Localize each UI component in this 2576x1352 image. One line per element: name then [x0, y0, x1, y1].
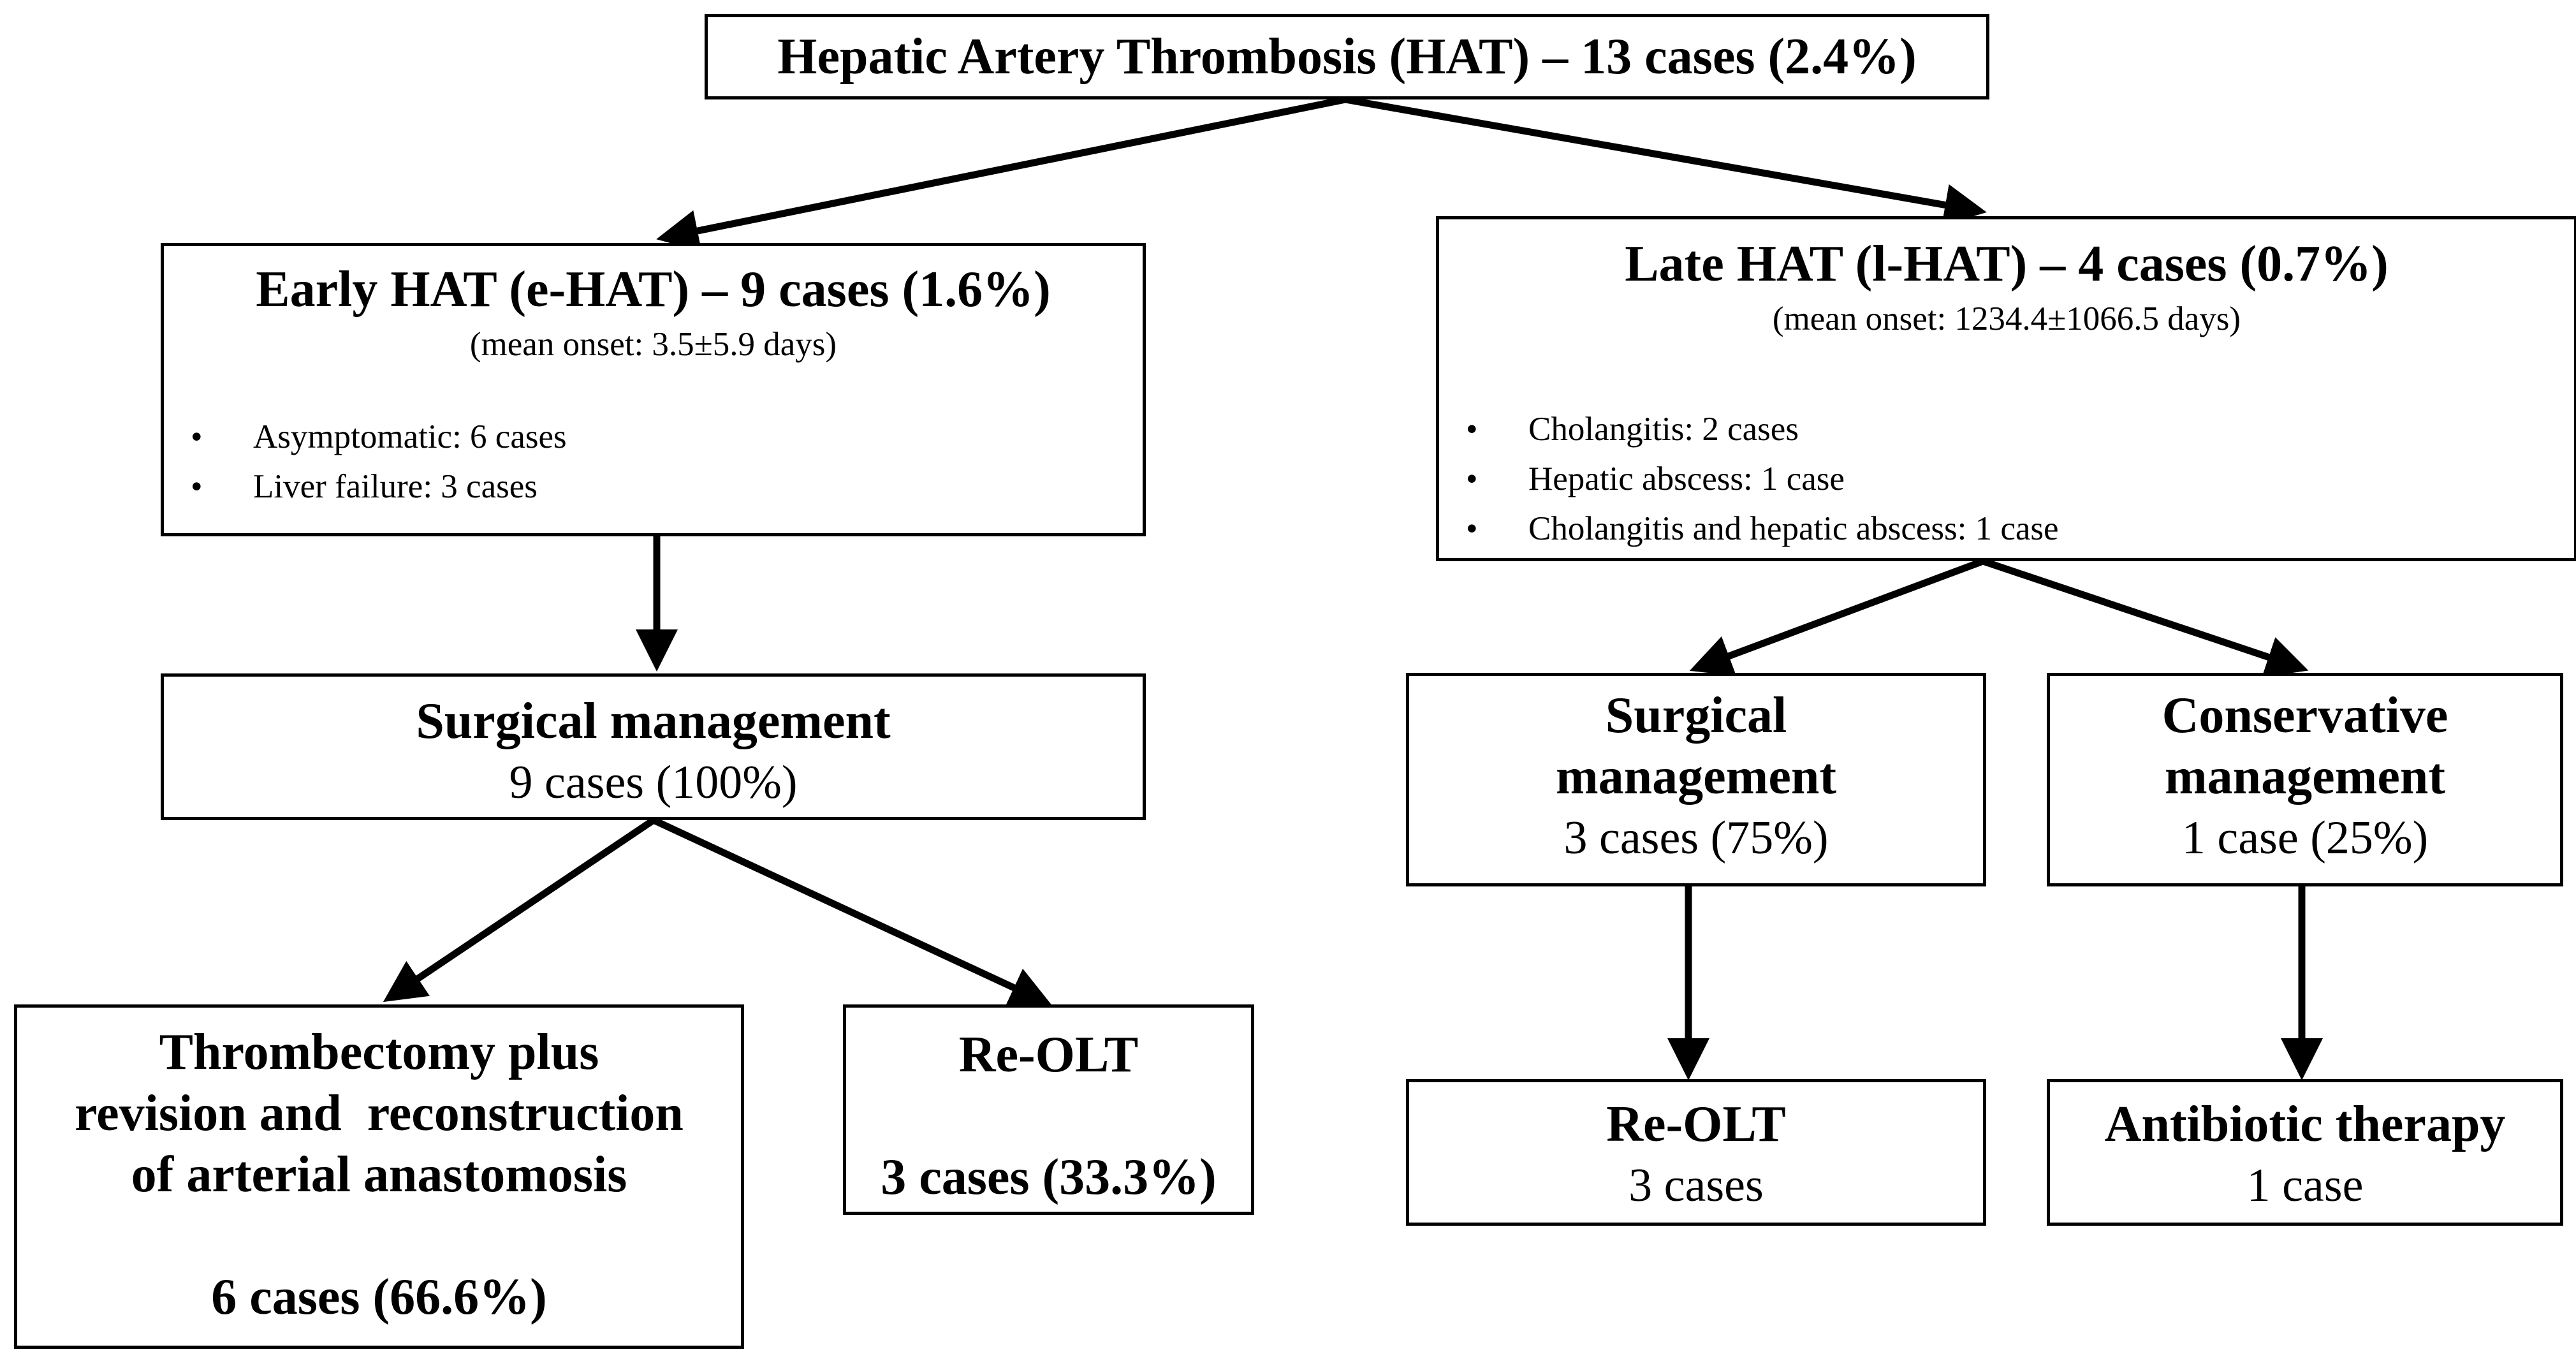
- early-hat-title: Early HAT (e-HAT) – 9 cases (1.6%): [256, 261, 1051, 318]
- arrow-root-to-late: [1345, 96, 1987, 226]
- early-reolt-count: 3 cases (33.3%): [881, 1149, 1217, 1205]
- thrombectomy-line-3: of arterial anastomosis: [131, 1147, 627, 1203]
- early-reolt-title: Re-OLT: [958, 1027, 1139, 1083]
- late-reolt-count: 3 cases: [1628, 1159, 1764, 1212]
- root-node: Hepatic Artery Thrombosis (HAT) – 13 cas…: [705, 14, 1989, 99]
- arrow-late-to-conservative: [1982, 557, 2309, 677]
- late-conservative-line-2: management: [2165, 749, 2445, 805]
- list-item: Liver failure: 3 cases: [164, 462, 1143, 511]
- late-surgical-line-1: Surgical: [1605, 687, 1787, 744]
- late-reolt-title: Re-OLT: [1606, 1096, 1786, 1152]
- late-hat-node: Late HAT (l-HAT) – 4 cases (0.7%) (mean …: [1436, 216, 2576, 561]
- antibiotic-title: Antibiotic therapy: [2104, 1096, 2506, 1152]
- early-hat-node: Early HAT (e-HAT) – 9 cases (1.6%) (mean…: [161, 243, 1146, 536]
- late-reolt-node: Re-OLT 3 cases: [1406, 1079, 1986, 1226]
- list-item: Asymptomatic: 6 cases: [164, 412, 1143, 462]
- list-item: Cholangitis: 2 cases: [1439, 404, 2574, 454]
- late-conservative-count: 1 case (25%): [2181, 812, 2429, 864]
- thrombectomy-line-1: Thrombectomy plus: [159, 1024, 599, 1080]
- late-hat-title: Late HAT (l-HAT) – 4 cases (0.7%): [1625, 236, 2389, 292]
- early-surgical-title: Surgical management: [416, 693, 891, 749]
- early-surgical-management-node: Surgical management 9 cases (100%): [161, 673, 1146, 820]
- late-surgical-management-node: Surgical management 3 cases (75%): [1406, 673, 1986, 886]
- thrombectomy-node: Thrombectomy plus revision and reconstru…: [14, 1004, 744, 1349]
- arrow-root-to-early: [656, 96, 1347, 252]
- early-reolt-node: Re-OLT 3 cases (33.3%): [843, 1004, 1254, 1215]
- early-surgical-count: 9 cases (100%): [509, 756, 798, 809]
- late-surgical-count: 3 cases (75%): [1563, 812, 1829, 864]
- early-hat-onset: (mean onset: 3.5±5.9 days): [469, 326, 837, 363]
- late-surgical-line-2: management: [1556, 749, 1836, 805]
- antibiotic-therapy-node: Antibiotic therapy 1 case: [2047, 1079, 2563, 1226]
- root-title: Hepatic Artery Thrombosis (HAT) – 13 cas…: [777, 29, 1917, 85]
- late-conservative-line-1: Conservative: [2162, 687, 2448, 744]
- late-hat-onset: (mean onset: 1234.4±1066.5 days): [1772, 300, 2241, 337]
- antibiotic-count: 1 case: [2246, 1159, 2364, 1212]
- arrow-surgical-to-thrombectomy: [383, 817, 656, 1003]
- early-hat-symptoms-list: Asymptomatic: 6 cases Liver failure: 3 c…: [164, 412, 1143, 511]
- list-item: Hepatic abscess: 1 case: [1439, 454, 2574, 504]
- arrow-late-to-surgical: [1689, 557, 1984, 676]
- thrombectomy-line-2: revision and reconstruction: [75, 1085, 684, 1142]
- thrombectomy-count: 6 cases (66.6%): [211, 1269, 547, 1325]
- late-hat-symptoms-list: Cholangitis: 2 cases Hepatic abscess: 1 …: [1439, 404, 2574, 554]
- arrow-surgical-to-reolt: [652, 817, 1052, 1007]
- list-item: Cholangitis and hepatic abscess: 1 case: [1439, 504, 2574, 554]
- late-conservative-management-node: Conservative management 1 case (25%): [2047, 673, 2563, 886]
